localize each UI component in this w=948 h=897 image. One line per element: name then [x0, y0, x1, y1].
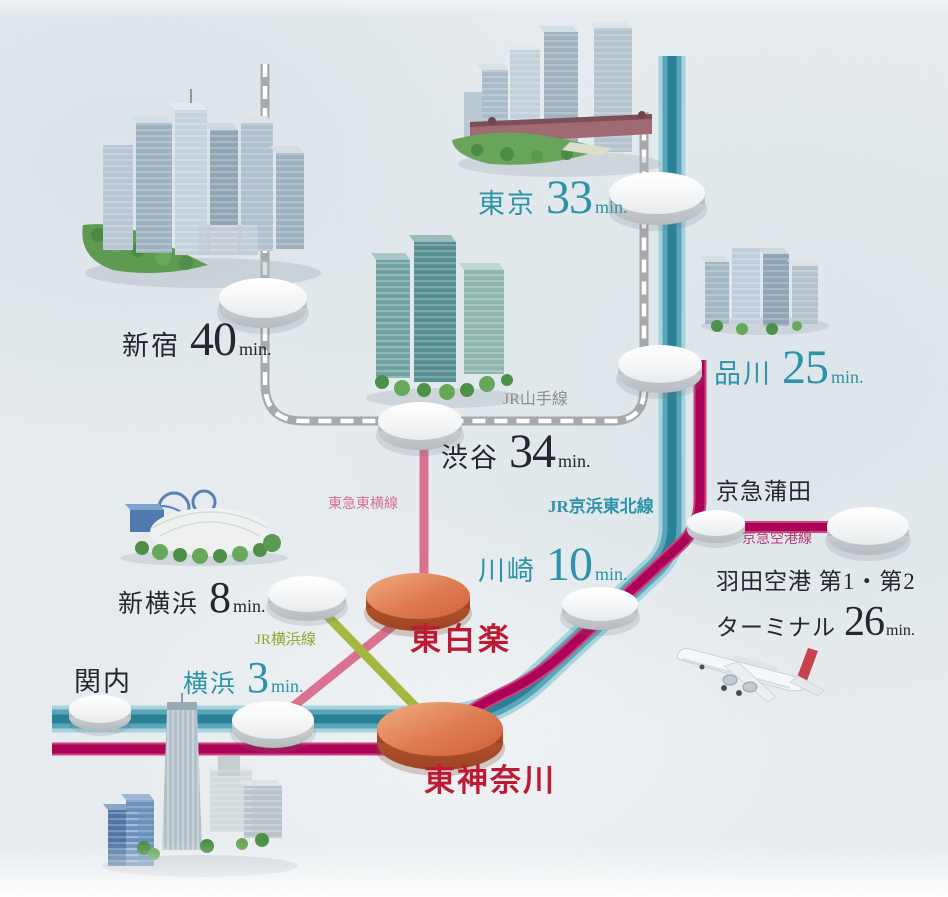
- station-node-shin-yokohama: [266, 576, 348, 626]
- line-label-tokyu-toyoko: 東急東横線: [328, 497, 398, 512]
- travel-time-unit: min.: [239, 339, 272, 359]
- station-label-haneda-airport: 羽田空港 第1・第2 ターミナル 26 min.: [716, 562, 916, 646]
- station-name: 新宿: [122, 331, 180, 361]
- station-name: 品川: [714, 359, 772, 389]
- travel-time-unit: min.: [886, 622, 915, 639]
- travel-time: 34: [509, 425, 556, 478]
- line-label-jr-yamanote: JR山手線: [503, 391, 568, 408]
- shinagawa-cityscape-illustration: [700, 242, 829, 335]
- station-label-tokyo: 東京 33 min.: [478, 170, 628, 225]
- shin-yokohama-dome-illustration: [120, 489, 288, 566]
- bottom-fade-overlay: [0, 842, 948, 897]
- station-node-higashi-hakuraku: [364, 573, 472, 637]
- station-node-higashi-kanagawa: [375, 702, 505, 776]
- travel-time: 40: [190, 313, 237, 366]
- station-node-tokyo: [607, 172, 707, 231]
- line-label-keikyu-airport: 京急空港線: [742, 532, 812, 547]
- station-node-yokohama: [230, 701, 316, 753]
- travel-time: 26: [844, 599, 885, 645]
- white-dome: [150, 508, 270, 556]
- travel-time: 33: [546, 171, 593, 224]
- station-node-shibuya: [376, 402, 464, 456]
- station-node-kawasaki: [560, 587, 640, 636]
- station-label-shinagawa: 品川 25 min.: [714, 340, 864, 395]
- station-name: 新横浜: [118, 591, 200, 618]
- station-name: 東京: [478, 189, 536, 219]
- travel-time-unit: min.: [595, 197, 628, 217]
- station-name: 横浜: [183, 671, 238, 698]
- line-label-jr-yokohama: JR横浜線: [255, 632, 316, 648]
- top-fade-overlay: [0, 0, 948, 14]
- station-label-kannai: 関内: [74, 660, 132, 699]
- travel-time: 10: [546, 538, 593, 591]
- station-name-line2: ターミナル: [716, 615, 836, 640]
- station-name: 京急蒲田: [716, 479, 812, 504]
- station-label-shinjuku: 新宿 40 min.: [122, 312, 272, 367]
- travel-time-unit: min.: [595, 564, 628, 584]
- station-label-kawasaki: 川崎 10 min.: [478, 537, 628, 592]
- travel-time-unit: min.: [558, 451, 591, 471]
- shibuya-cityscape-illustration: [366, 235, 522, 408]
- station-label-shin-yokohama: 新横浜 8 min.: [118, 572, 266, 623]
- travel-time-unit: min.: [271, 676, 304, 696]
- station-node-haneda-airport: [825, 507, 911, 561]
- station-name: 川崎: [478, 556, 536, 586]
- home-station-label-higashi-hakuraku: 東白楽: [410, 622, 512, 657]
- station-node-keikyu-kamata: [685, 510, 747, 548]
- station-label-keikyu-kamata: 京急蒲田: [716, 472, 812, 506]
- travel-time: 3: [247, 653, 269, 702]
- travel-time-unit: min.: [233, 596, 266, 616]
- station-node-kannai: [67, 695, 133, 736]
- airplane-illustration: [676, 648, 825, 703]
- travel-time: 25: [782, 341, 829, 394]
- line-label-jr-keihin-tohoku: JR京浜東北線: [548, 497, 654, 516]
- jr-yamanote-dashes: [262, 64, 647, 424]
- station-label-yokohama: 横浜 3 min.: [183, 652, 304, 703]
- travel-time: 8: [209, 573, 231, 622]
- shinjuku-cityscape-illustration: [82, 89, 321, 288]
- station-label-shibuya: 渋谷 34 min.: [441, 424, 591, 479]
- tokyo-cityscape-illustration: [452, 22, 662, 177]
- jr-yamanote-line: [260, 64, 649, 426]
- station-name-line1: 羽田空港 第1・第2: [716, 569, 916, 594]
- airplane-red-tail-fin: [796, 648, 818, 686]
- home-station-label-higashi-kanagawa: 東神奈川: [424, 763, 556, 798]
- station-node-shinjuku: [217, 278, 309, 334]
- station-name: 渋谷: [441, 443, 499, 473]
- station-node-shinagawa: [616, 345, 704, 399]
- station-name: 関内: [74, 667, 132, 697]
- travel-time-unit: min.: [831, 367, 864, 387]
